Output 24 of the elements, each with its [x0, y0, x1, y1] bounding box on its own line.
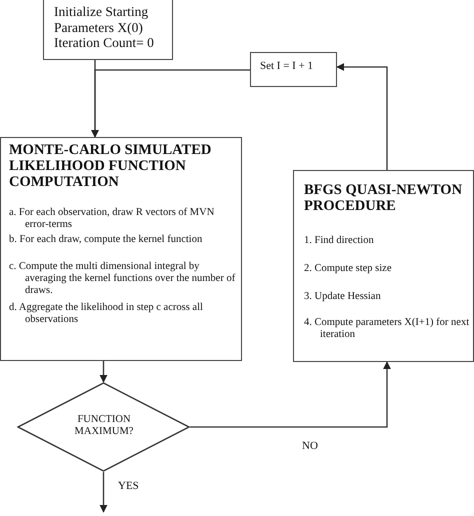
process-box: [250, 52, 337, 87]
list-item: 3. Update Hessian: [304, 291, 382, 304]
list-item: b. For each draw, compute the kernel function: [9, 234, 204, 246]
heading: BFGS QUASI-NEWTON PROCEDURE: [304, 183, 464, 215]
edge-label: YES: [116, 480, 141, 492]
list-item: 2. Compute step size: [304, 263, 392, 276]
arrow: [100, 472, 108, 513]
process-box: [43, 0, 173, 60]
decision-diamond: [17, 382, 190, 472]
process-box: [0, 137, 242, 361]
box-text: Initialize Starting Parameters X(0) Iteration Count= 0: [54, 4, 155, 51]
list-item: 1. Find direction: [304, 235, 375, 248]
arrow: [100, 361, 108, 383]
process-box: [293, 170, 474, 362]
heading: MONTE-CARLO SIMULATED LIKELIHOOD FUNCTION COMPUTATION: [9, 143, 212, 191]
arrow: [336, 63, 388, 170]
arrow: [91, 69, 250, 138]
box-text: Set I = I + 1: [260, 60, 314, 73]
edge-label: NO: [300, 440, 320, 452]
list-item: d. Aggregate the likelihood in step c across all observations: [9, 302, 204, 326]
list-item: 4. Compute parameters X(I+1) for next iteration: [304, 317, 470, 342]
decision-label: FUNCTION MAXIMUM?: [74, 414, 134, 438]
list-item: c. Compute the multi dimensional integral by averaging the kernel functions over the number of draws.: [9, 261, 236, 298]
arrow: [190, 361, 391, 428]
